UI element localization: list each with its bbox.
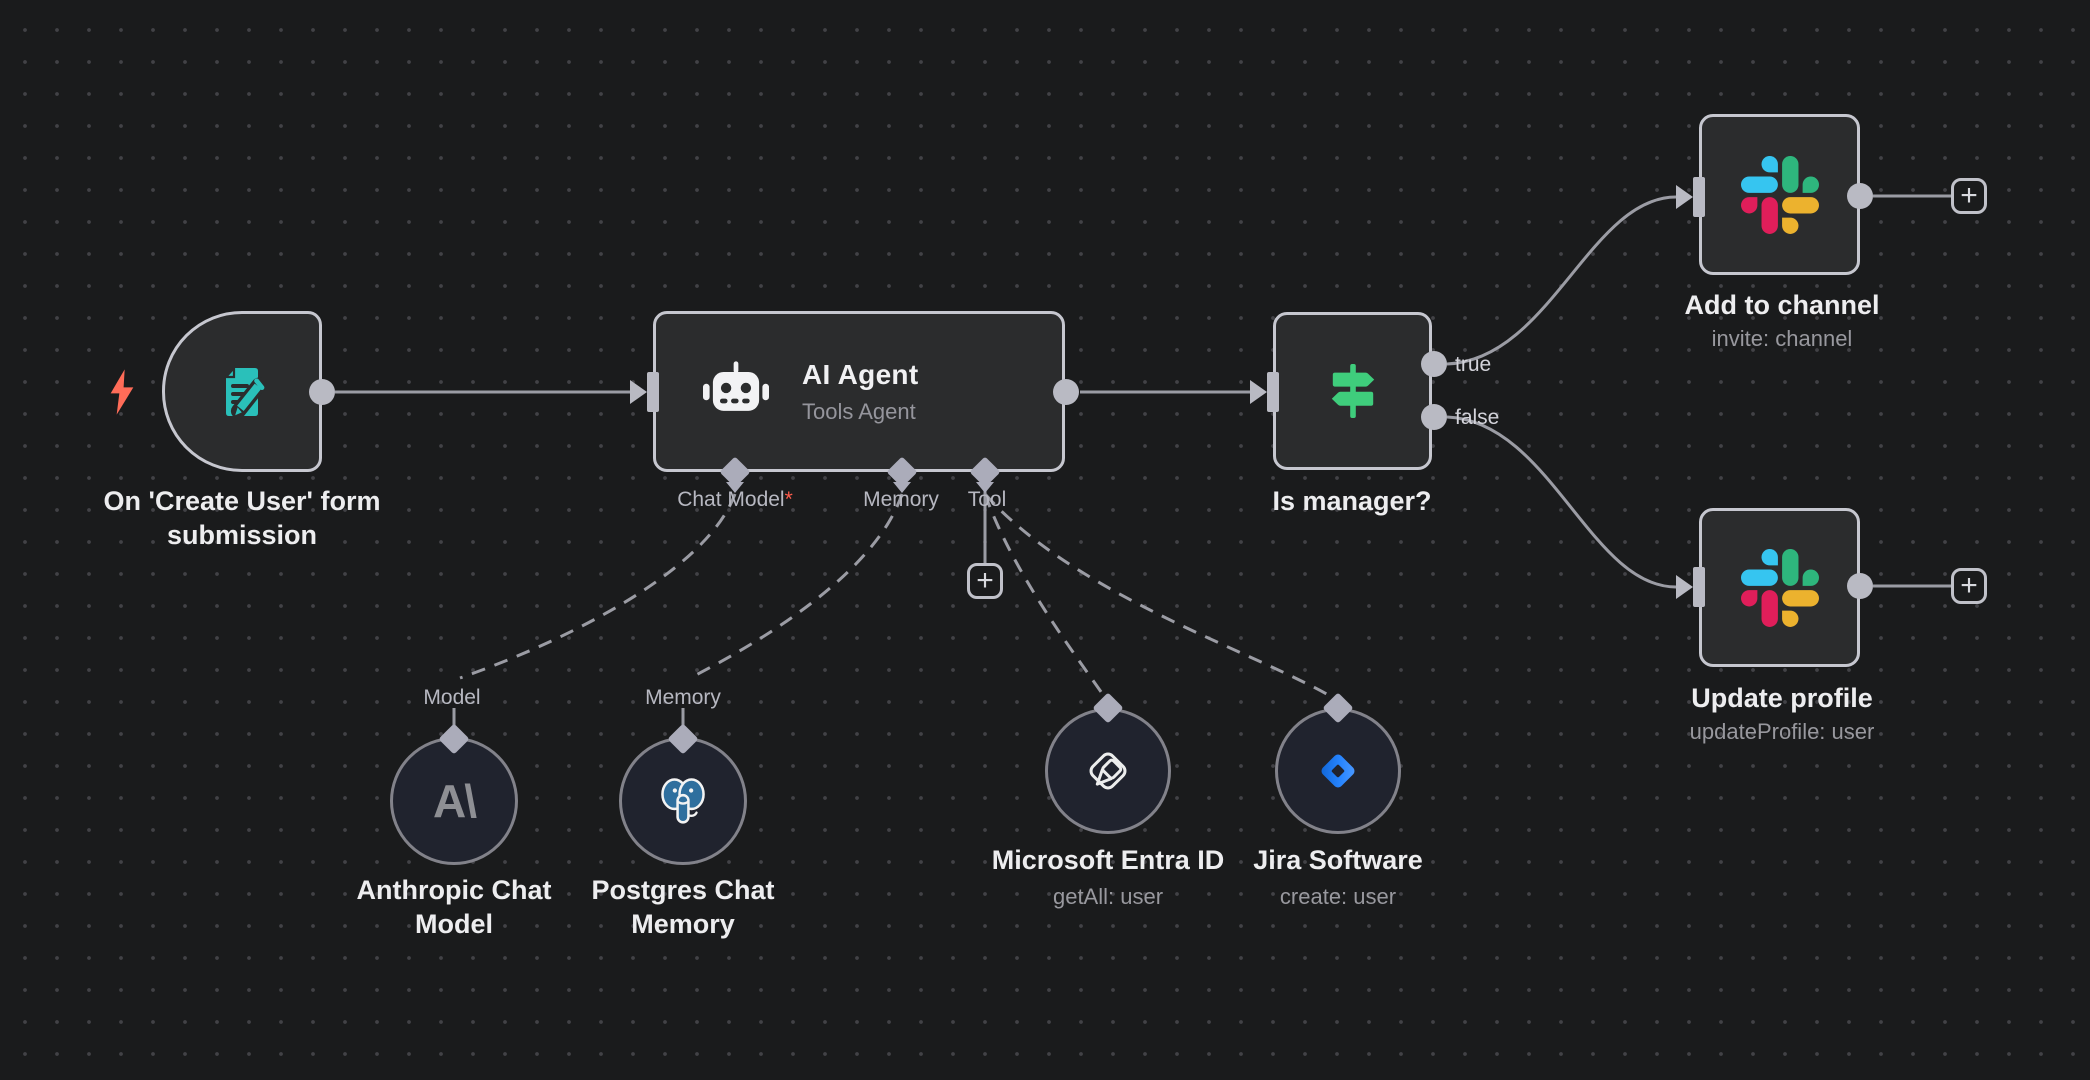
port-tool-tail (976, 482, 994, 493)
input-port-agent-arrow[interactable] (630, 380, 647, 404)
node-slack-update-profile[interactable] (1699, 508, 1860, 667)
node-label-form-trigger: On 'Create User' form submission (103, 486, 381, 550)
form-icon (223, 364, 267, 418)
branch-label-false: false (1455, 406, 1500, 429)
input-port-slack-bottom[interactable] (1693, 567, 1705, 607)
plus-icon: + (1960, 569, 1978, 602)
agent-subtitle: Tools Agent (802, 398, 916, 424)
jira-icon (1321, 754, 1355, 788)
node-label-entra: Microsoft Entra ID (991, 845, 1225, 875)
node-subtitle-entra: getAll: user (1052, 884, 1164, 909)
output-port-trigger[interactable] (309, 379, 335, 405)
agent-text-block: AI Agent Tools Agent (802, 359, 918, 425)
node-label-is-manager: Is manager? (1272, 486, 1432, 516)
input-port-slack-top[interactable] (1693, 177, 1705, 217)
add-node-after-slack-bottom-button[interactable]: + (1951, 568, 1987, 604)
node-microsoft-entra-id[interactable] (1045, 708, 1171, 834)
signpost-icon (1331, 364, 1374, 418)
port-label-chat-model: Chat Model* (677, 488, 793, 512)
input-port-slack-top-arrow[interactable] (1676, 185, 1693, 209)
add-node-after-slack-top-button[interactable]: + (1951, 178, 1987, 214)
connection-tool-to-entra[interactable] (983, 493, 1106, 697)
node-label-slack-bottom: Update profile (1691, 683, 1873, 713)
input-port-switch[interactable] (1267, 372, 1279, 412)
microsoft-entra-icon (1089, 752, 1127, 790)
output-port-false[interactable] (1421, 404, 1447, 430)
anthropic-icon: A\ (433, 775, 477, 827)
connection-false-to-slack-bottom[interactable] (1446, 415, 1677, 589)
output-port-agent[interactable] (1053, 379, 1079, 405)
pencil-glyph (230, 377, 267, 418)
robot-icon (703, 360, 769, 411)
output-port-slack-top[interactable] (1847, 183, 1873, 209)
node-label-jira: Jira Software (1253, 845, 1423, 875)
output-port-slack-bottom[interactable] (1847, 573, 1873, 599)
slack-icon (1740, 548, 1819, 627)
node-ai-agent[interactable]: AI Agent Tools Agent (653, 311, 1065, 472)
output-port-true[interactable] (1421, 351, 1447, 377)
node-is-manager[interactable] (1273, 312, 1432, 470)
port-label-memory: Memory (863, 488, 939, 511)
node-anthropic-chat-model[interactable]: A\ (390, 737, 518, 865)
plus-icon: + (976, 564, 994, 597)
port-label-anthropic-model: Model (423, 686, 481, 709)
node-postgres-chat-memory[interactable] (619, 737, 747, 865)
connection-memory-to-postgres[interactable] (689, 493, 904, 680)
node-label-postgres: Postgres Chat Memory (591, 875, 775, 939)
node-form-trigger[interactable] (162, 311, 322, 472)
node-label-slack-top: Add to channel (1684, 290, 1880, 320)
input-port-switch-arrow[interactable] (1250, 380, 1267, 404)
node-subtitle-jira: create: user (1279, 884, 1397, 909)
node-subtitle-slack-bottom: updateProfile: user (1689, 719, 1875, 744)
branch-label-true: true (1455, 353, 1492, 376)
connection-chatmodel-to-anthropic[interactable] (459, 493, 737, 680)
add-tool-button[interactable]: + (967, 563, 1003, 599)
input-port-slack-bottom-arrow[interactable] (1676, 575, 1693, 599)
input-port-agent[interactable] (647, 372, 659, 412)
postgresql-icon (661, 778, 705, 824)
node-jira-software[interactable] (1275, 708, 1401, 834)
port-memory-tail (893, 482, 911, 493)
port-label-postgres-memory: Memory (645, 686, 721, 709)
connection-tool-to-jira[interactable] (983, 493, 1333, 699)
node-label-anthropic: Anthropic Chat Model (356, 875, 552, 939)
connection-true-to-slack-top[interactable] (1446, 195, 1677, 366)
slack-icon (1740, 155, 1819, 234)
node-slack-add-to-channel[interactable] (1699, 114, 1860, 275)
lightning-bolt-icon (110, 369, 134, 415)
port-label-tool: Tool (967, 488, 1007, 511)
agent-title: AI Agent (802, 358, 919, 390)
required-marker: * (784, 488, 793, 511)
plus-icon: + (1960, 179, 1978, 212)
node-subtitle-slack-top: invite: channel (1711, 326, 1853, 351)
port-chat-model-tail (726, 482, 744, 493)
port-label-chat-model-text: Chat Model (677, 488, 785, 511)
